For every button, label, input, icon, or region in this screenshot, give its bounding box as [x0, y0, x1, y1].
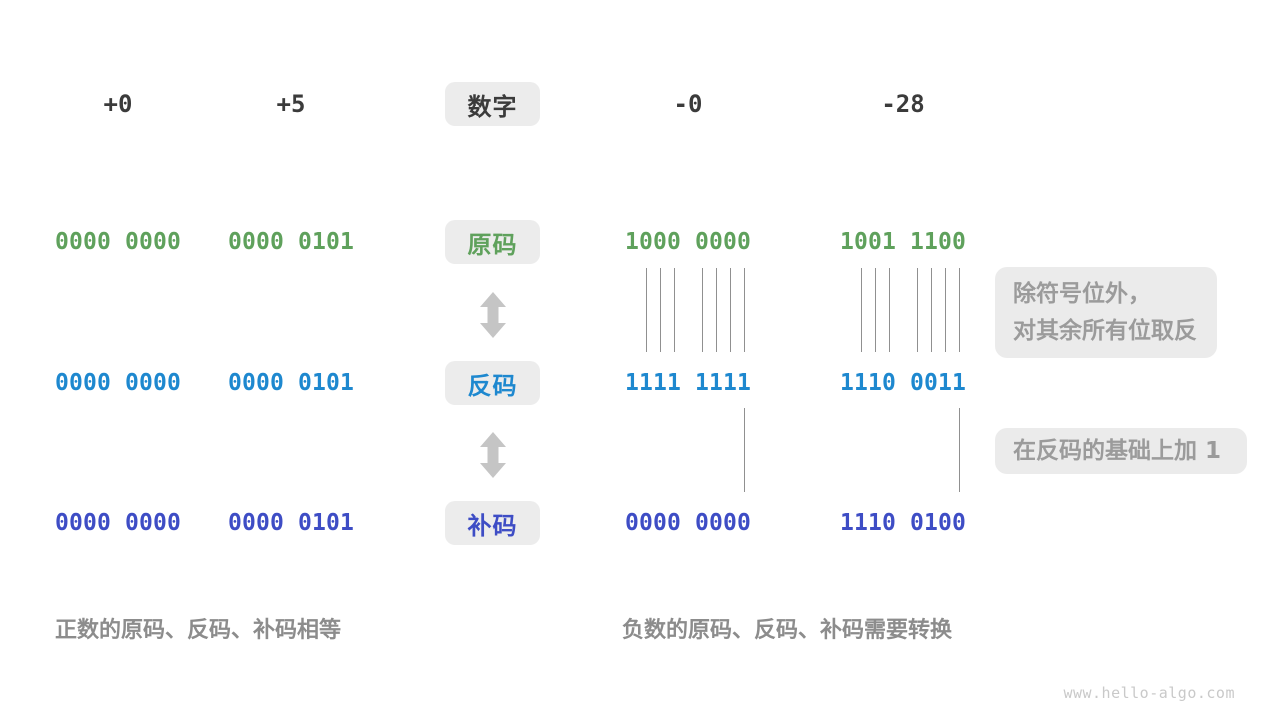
badge-ones-complement: 反码: [445, 361, 540, 405]
updown-arrow-icon: [480, 292, 506, 338]
badge-sign-magnitude: 原码: [445, 220, 540, 264]
updown-arrow-icon: [480, 292, 506, 338]
watermark: www.hello-algo.com: [1063, 684, 1235, 702]
bit-mapping-line: [917, 268, 918, 352]
sign-magnitude-value-minus-28: 1001 1100: [840, 229, 966, 255]
bit-mapping-line: [945, 268, 946, 352]
sign-magnitude-value-plus-0: 0000 0000: [55, 229, 181, 255]
add-one-line: [744, 408, 745, 492]
annotation-invert-bits: 除符号位外， 对其余所有位取反: [995, 267, 1217, 358]
bit-mapping-line: [716, 268, 717, 352]
ones-complement-value-minus-0: 1111 1111: [625, 370, 751, 396]
bit-mapping-line: [931, 268, 932, 352]
add-one-line: [959, 408, 960, 492]
number-label-plus-5: +5: [276, 90, 306, 118]
header-badge-number: 数字: [445, 82, 540, 126]
ones-complement-value-minus-28: 1110 0011: [840, 370, 966, 396]
annotation-add-one: 在反码的基础上加 1: [995, 428, 1247, 474]
number-label-minus-28: -28: [881, 90, 925, 118]
ones-complement-value-plus-5: 0000 0101: [228, 370, 354, 396]
bit-mapping-line: [889, 268, 890, 352]
updown-arrow-icon: [480, 432, 506, 478]
number-label-plus-0: +0: [103, 90, 133, 118]
twos-complement-value-plus-0: 0000 0000: [55, 510, 181, 536]
badge-twos-complement: 补码: [445, 501, 540, 545]
bit-mapping-line: [744, 268, 745, 352]
annotation-invert-line1: 除符号位外，: [1013, 280, 1151, 307]
twos-complement-value-minus-28: 1110 0100: [840, 510, 966, 536]
sign-magnitude-value-minus-0: 1000 0000: [625, 229, 751, 255]
bit-mapping-line: [730, 268, 731, 352]
bit-mapping-line: [959, 268, 960, 352]
ones-complement-value-plus-0: 0000 0000: [55, 370, 181, 396]
updown-arrow-icon: [480, 432, 506, 478]
bit-mapping-line: [674, 268, 675, 352]
annotation-invert-line2: 对其余所有位取反: [1013, 317, 1197, 344]
bit-mapping-line: [660, 268, 661, 352]
bit-mapping-line: [861, 268, 862, 352]
sign-magnitude-value-plus-5: 0000 0101: [228, 229, 354, 255]
caption-negative-numbers: 负数的原码、反码、补码需要转换: [622, 618, 953, 643]
twos-complement-value-minus-0: 0000 0000: [625, 510, 751, 536]
bit-mapping-line: [702, 268, 703, 352]
twos-complement-value-plus-5: 0000 0101: [228, 510, 354, 536]
caption-positive-numbers: 正数的原码、反码、补码相等: [55, 618, 342, 643]
bit-mapping-line: [646, 268, 647, 352]
bit-mapping-line: [875, 268, 876, 352]
number-label-minus-0: -0: [673, 90, 703, 118]
